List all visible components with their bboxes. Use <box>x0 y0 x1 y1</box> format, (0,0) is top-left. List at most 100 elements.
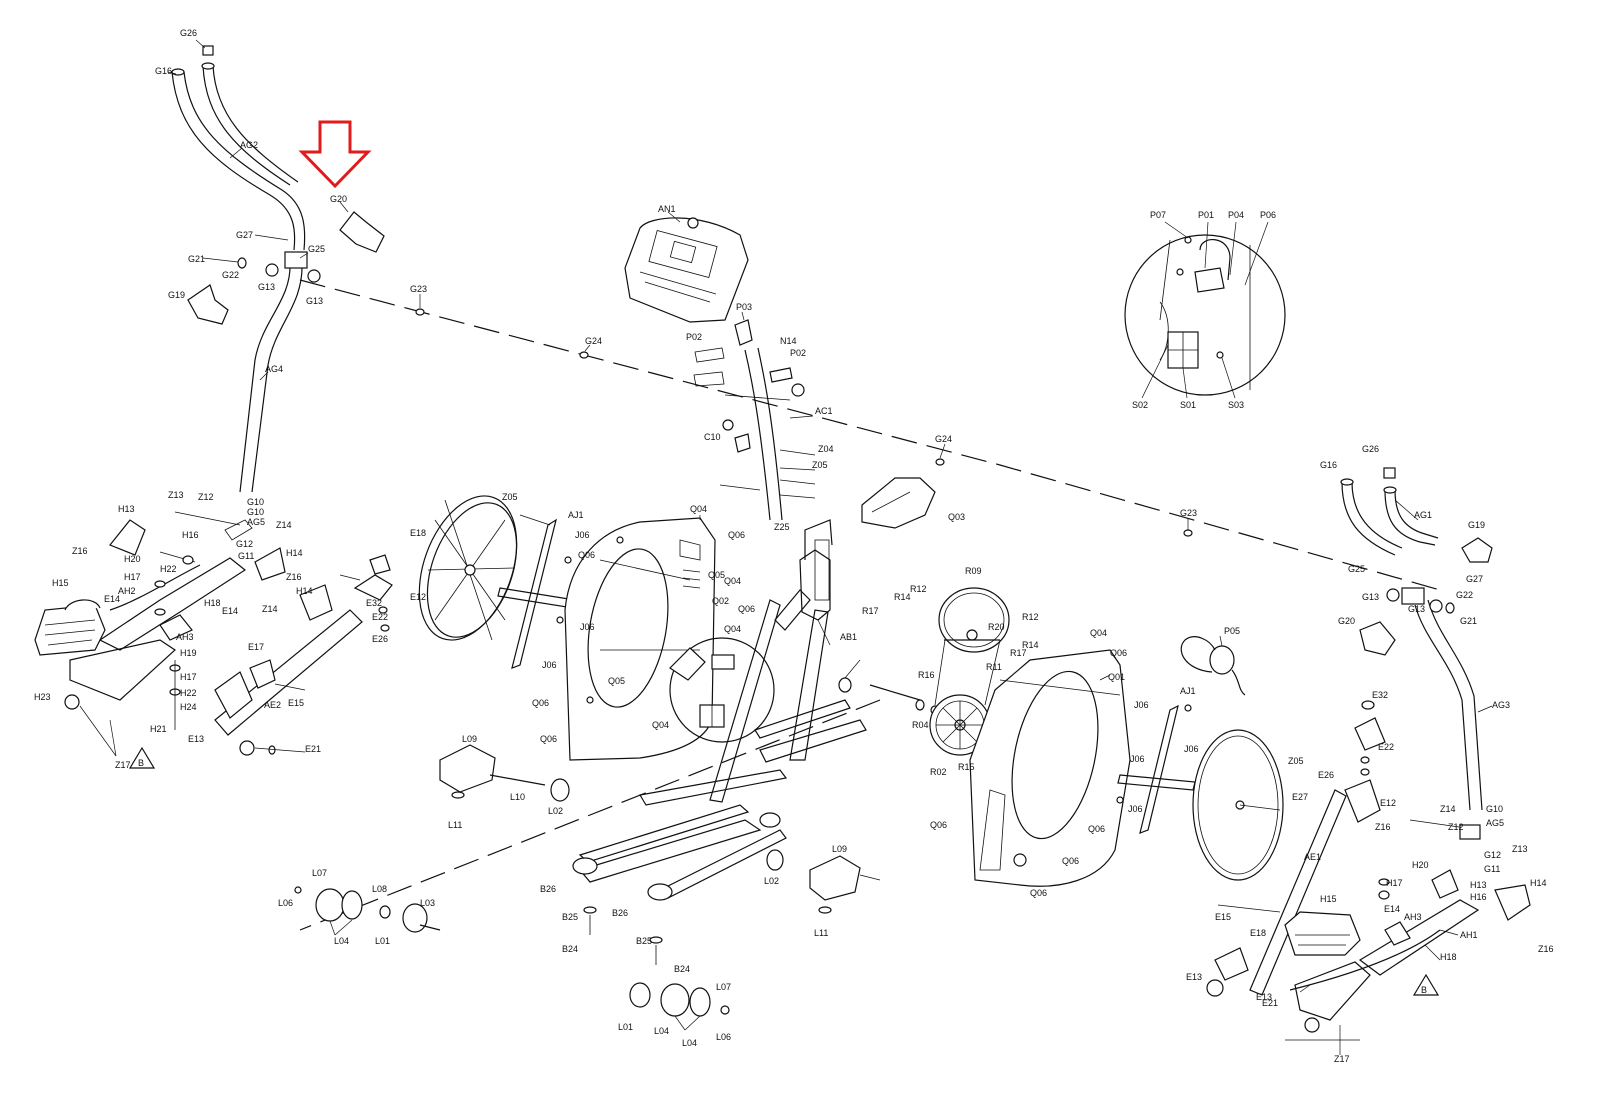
label-g13-d: G13 <box>1408 604 1425 614</box>
label-e21-b: E21 <box>1262 998 1278 1008</box>
right-upper-handlebar <box>1340 467 1439 556</box>
label-h16: H16 <box>182 530 199 540</box>
label-p01: P01 <box>1198 210 1214 220</box>
label-g13-c: G13 <box>1362 592 1379 602</box>
label-l04: L04 <box>334 936 349 946</box>
label-q06: Q06 <box>728 530 745 540</box>
part-labels: G26 G16 AG2 G20 G27 G21 G22 G13 G25 G13 … <box>34 28 1554 1064</box>
g20-bracket <box>339 211 385 253</box>
label-g22-b: G22 <box>1456 590 1473 600</box>
left-side-cover <box>564 517 716 761</box>
label-z16-d: Z16 <box>1538 944 1554 954</box>
label-h20: H20 <box>124 554 141 564</box>
label-b25: B25 <box>562 912 578 922</box>
label-p04: P04 <box>1228 210 1244 220</box>
label-r02: R02 <box>930 767 947 777</box>
label-e13-b: E13 <box>1256 992 1272 1002</box>
label-z05: Z05 <box>502 492 518 502</box>
marker-b-right <box>1412 973 1440 996</box>
pulley-r09 <box>938 587 1010 653</box>
label-e14-b: E14 <box>222 606 238 616</box>
label-g24: G24 <box>585 336 602 346</box>
console-an1 <box>624 217 753 346</box>
label-g27: G27 <box>236 230 253 240</box>
main-frame-ab1 <box>572 519 867 901</box>
g23-washer <box>415 308 425 316</box>
label-ag3: AG3 <box>1492 700 1510 710</box>
label-z16-b: Z16 <box>286 572 302 582</box>
label-ag5-b: AG5 <box>1486 818 1504 828</box>
label-g13-b: G13 <box>306 296 323 306</box>
label-r11: R11 <box>986 662 1002 672</box>
label-h22: H22 <box>160 564 177 574</box>
label-z14-b: Z14 <box>262 604 278 614</box>
label-r14-b: R14 <box>1022 640 1039 650</box>
label-l07-b: L07 <box>716 982 731 992</box>
label-g22: G22 <box>222 270 239 280</box>
aj1-bracket-right <box>1116 704 1196 834</box>
label-h19: H19 <box>180 648 197 658</box>
label-q01: Q01 <box>1108 672 1125 682</box>
label-ah2: AH2 <box>118 586 136 596</box>
label-e13-c: E13 <box>1186 972 1202 982</box>
label-e26-b: E26 <box>1318 770 1334 780</box>
label-ag4: AG4 <box>265 364 283 374</box>
label-ag1: AG1 <box>1414 510 1432 520</box>
label-z04: Z04 <box>818 444 834 454</box>
marker-b-left <box>128 746 156 769</box>
label-q06-e: Q06 <box>540 734 557 744</box>
label-c10: C10 <box>704 432 721 442</box>
console-mast-ac1 <box>693 347 816 521</box>
label-g16-b: G16 <box>1320 460 1337 470</box>
label-z14-c: Z14 <box>1440 804 1456 814</box>
label-z17: Z17 <box>115 760 131 770</box>
label-g25: G25 <box>308 244 325 254</box>
label-e12-b: E12 <box>1380 798 1396 808</box>
label-q02: Q02 <box>712 596 729 606</box>
label-q06-c: Q06 <box>738 604 755 614</box>
label-h23: H23 <box>34 692 51 702</box>
label-l08: L08 <box>372 884 387 894</box>
label-q06-f: Q06 <box>1110 648 1127 658</box>
label-q06-b: Q06 <box>578 550 595 560</box>
right-flywheel-disc <box>1192 729 1284 881</box>
label-h17-b: H17 <box>180 672 197 682</box>
label-j06-f: J06 <box>1184 744 1199 754</box>
label-b26: B26 <box>540 884 556 894</box>
label-ah3-b: AH3 <box>1404 912 1422 922</box>
label-r14: R14 <box>894 592 911 602</box>
label-z17-b: Z17 <box>1334 1054 1350 1064</box>
label-e15: E15 <box>288 698 304 708</box>
label-g24-b: G24 <box>935 434 952 444</box>
left-upper-handlebar <box>171 45 306 251</box>
label-e12: E12 <box>410 592 426 602</box>
label-z14: Z14 <box>276 520 292 530</box>
label-h15-b: H15 <box>1320 894 1337 904</box>
label-ah3: AH3 <box>176 632 194 642</box>
label-p07: P07 <box>1150 210 1166 220</box>
label-l09: L09 <box>462 734 477 744</box>
label-ab1: AB1 <box>840 632 857 642</box>
label-r12-b: R12 <box>1022 612 1039 622</box>
label-h15: H15 <box>52 578 69 588</box>
label-b24: B24 <box>562 944 578 954</box>
label-ag5: AG5 <box>247 517 265 527</box>
label-z05-c: Z05 <box>1288 756 1304 766</box>
label-g10-c: G10 <box>1486 804 1503 814</box>
label-h13-b: H13 <box>1470 880 1487 890</box>
detail-circle-electronics <box>1124 234 1286 396</box>
roller-assembly-bottom-right <box>766 849 881 914</box>
label-l04-c: L04 <box>682 1038 697 1048</box>
label-z25: Z25 <box>774 522 790 532</box>
label-g21-b: G21 <box>1460 616 1477 626</box>
label-p03: P03 <box>736 302 752 312</box>
label-g11-b: G11 <box>1484 864 1500 874</box>
assembly-axis-line-2 <box>299 699 881 931</box>
label-b-right: B <box>1421 985 1427 995</box>
label-e27: E27 <box>1292 792 1308 802</box>
label-e18-b: E18 <box>1250 928 1266 938</box>
label-g16: G16 <box>155 66 172 76</box>
label-z16-c: Z16 <box>1375 822 1391 832</box>
g24-washer-right <box>935 458 945 466</box>
label-l11-b: L11 <box>814 928 828 938</box>
